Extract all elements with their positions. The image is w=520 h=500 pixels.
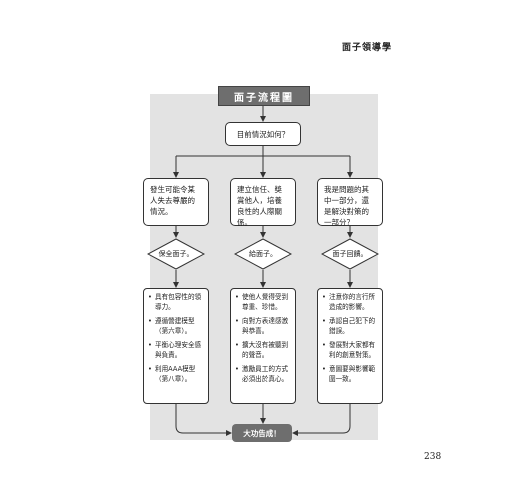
detail-item: •使他人覺得受到尊重、珍惜。 <box>235 293 291 312</box>
book-header-title: 面子領導學 <box>342 43 393 53</box>
decision-diamond-give-face: 給面子。 <box>234 238 292 270</box>
bullet-icon: • <box>322 341 326 349</box>
bullet-icon: • <box>148 293 152 301</box>
arrow-details-1-to-result <box>175 404 232 436</box>
bullet-icon: • <box>322 317 326 325</box>
detail-item: •意圖要與影響範圍一致。 <box>322 365 378 384</box>
bullet-icon: • <box>235 341 239 349</box>
detail-text: 平衡心理安全感與負責。 <box>155 341 202 359</box>
details-box-save-face: •具有包容性的領導力。 •遵循營建模型（第六章）。 •平衡心理安全感與負責。 •… <box>143 288 209 404</box>
scenario-box-face-feedback: 我是問題的其中一部分，還是解決對策的一部分？ <box>317 178 383 227</box>
detail-item: •平衡心理安全感與負責。 <box>148 341 204 360</box>
decision-diamond-face-feedback: 面子回饋。 <box>321 238 379 270</box>
bullet-icon: • <box>148 317 152 325</box>
detail-text: 承認自己犯下的錯誤。 <box>329 317 376 335</box>
detail-item: •承認自己犯下的錯誤。 <box>322 317 378 336</box>
detail-text: 擴大沒有被聽到的聲音。 <box>242 341 289 359</box>
result-box: 大功告成！ <box>232 424 292 442</box>
scenario-box-save-face: 發生可能令某人失去尊嚴的情況。 <box>143 178 209 226</box>
bullet-icon: • <box>235 317 239 325</box>
bullet-icon: • <box>322 293 326 301</box>
details-box-give-face: •使他人覺得受到尊重、珍惜。 •向對方表達感激與恭喜。 •擴大沒有被聽到的聲音。… <box>230 288 296 404</box>
bullet-icon: • <box>235 293 239 301</box>
decision-label: 保全面子。 <box>158 250 194 258</box>
detail-text: 使他人覺得受到尊重、珍惜。 <box>242 293 289 311</box>
detail-text: 意圖要與影響範圍一致。 <box>329 365 376 383</box>
decision-label: 給面子。 <box>249 250 277 258</box>
scenario-box-give-face: 建立信任、獎賞他人，培養良性的人際關係。 <box>230 178 296 227</box>
detail-text: 發展對大家都有利的創意對策。 <box>329 341 376 359</box>
details-box-face-feedback: •注意你的言行所造成的影響。 •承認自己犯下的錯誤。 •發展對大家都有利的創意對… <box>317 288 383 404</box>
detail-text: 具有包容性的領導力。 <box>155 293 202 311</box>
detail-text: 利用AAA模型（第八章）。 <box>155 365 196 383</box>
detail-text: 遵循營建模型（第六章）。 <box>155 317 195 335</box>
bullet-icon: • <box>148 341 152 349</box>
detail-item: •遵循營建模型（第六章）。 <box>148 317 204 336</box>
bullet-icon: • <box>235 365 239 373</box>
page-number: 238 <box>424 452 442 462</box>
decision-diamond-save-face: 保全面子。 <box>147 238 205 270</box>
detail-item: •激勵員工的方式必須出於真心。 <box>235 365 291 384</box>
detail-item: •發展對大家都有利的創意對策。 <box>322 341 378 360</box>
detail-item: •利用AAA模型（第八章）。 <box>148 365 204 384</box>
question-box: 目前情況如何？ <box>225 122 301 146</box>
detail-text: 向對方表達感激與恭喜。 <box>242 317 289 335</box>
detail-text: 激勵員工的方式必須出於真心。 <box>242 365 289 383</box>
decision-label: 面子回饋。 <box>332 250 368 258</box>
bullet-icon: • <box>322 365 326 373</box>
detail-item: •具有包容性的領導力。 <box>148 293 204 312</box>
detail-text: 注意你的言行所造成的影響。 <box>329 293 376 311</box>
detail-item: •向對方表達感激與恭喜。 <box>235 317 291 336</box>
flowchart-title: 面子流程圖 <box>218 86 310 106</box>
bullet-icon: • <box>148 365 152 373</box>
arrow-details-3-to-result <box>292 404 351 436</box>
detail-item: •注意你的言行所造成的影響。 <box>322 293 378 312</box>
detail-item: •擴大沒有被聽到的聲音。 <box>235 341 291 360</box>
